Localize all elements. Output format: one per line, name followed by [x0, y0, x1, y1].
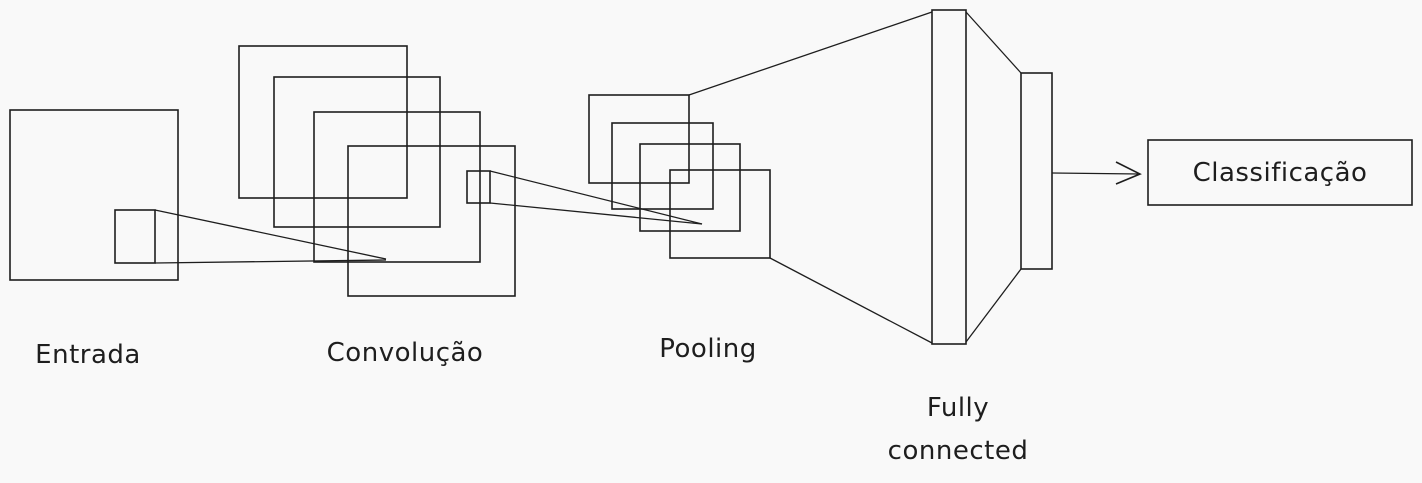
- pool-map-4: [669, 169, 771, 259]
- input-kernel: [114, 209, 156, 264]
- input-block: [9, 109, 179, 281]
- convolution-maps: [238, 45, 516, 297]
- conv-map-1: [238, 45, 408, 199]
- output-label: Classificação: [1193, 158, 1368, 188]
- pooling-maps: [588, 94, 771, 259]
- input-to-conv-lines: [154, 209, 387, 264]
- conv-to-pool-lines: [489, 170, 703, 225]
- fully-connected-label-line1: Fully: [927, 393, 989, 423]
- convolution-label: Convolução: [327, 338, 484, 368]
- input-square: [9, 109, 179, 281]
- input-label: Entrada: [35, 340, 141, 370]
- output-box: Classificação: [1147, 139, 1413, 206]
- conv-map-3: [313, 111, 481, 263]
- conv-map-2: [273, 76, 441, 228]
- pooling-label: Pooling: [659, 334, 757, 364]
- fully-connected-label-line2: connected: [888, 436, 1029, 466]
- pool-map-1: [588, 94, 690, 184]
- output-arrow: [1051, 161, 1142, 185]
- fc-layer-2: [1020, 72, 1053, 270]
- pool-map-3: [639, 143, 741, 232]
- output-box-frame: [1147, 139, 1413, 206]
- pool-map-2: [611, 122, 714, 210]
- fully-connected-layers: [931, 9, 1053, 345]
- pool-to-fc-lines: [688, 11, 933, 344]
- conv-kernel: [466, 170, 491, 204]
- conv-map-4: [347, 145, 516, 297]
- fc-layer-1: [931, 9, 967, 345]
